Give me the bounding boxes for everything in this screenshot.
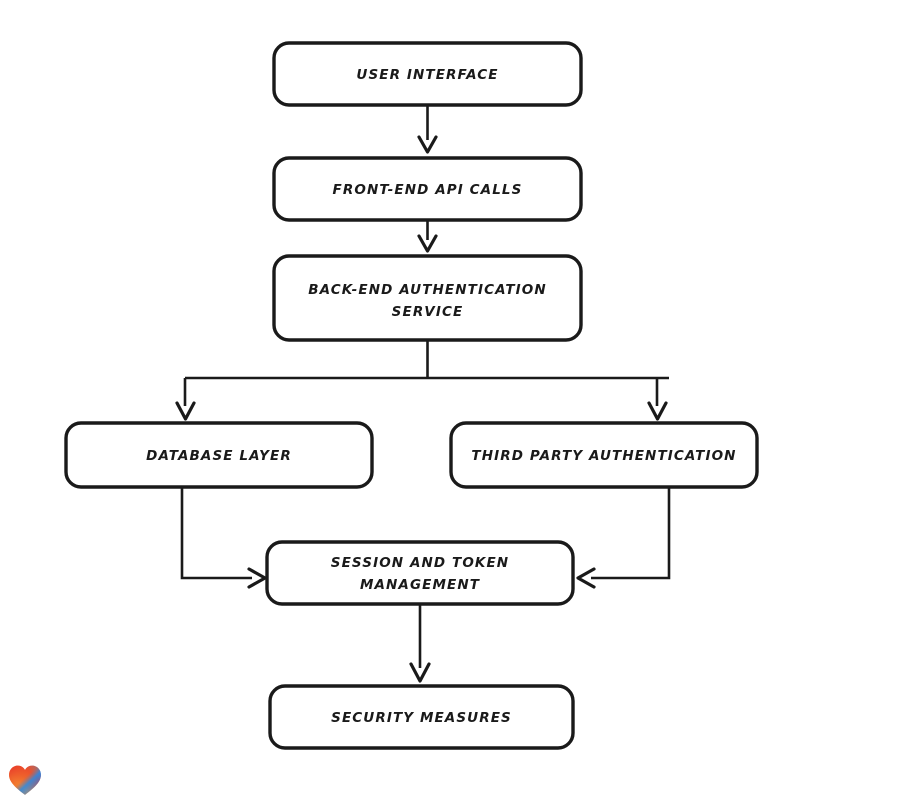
node-shape[interactable] [272,156,583,222]
node-label: FRONT-END API CALLS [333,182,523,198]
arrow-head-down-icon [417,135,438,154]
edge-auth-split-trunk [185,340,669,380]
node-label: THIRD PARTY AUTHENTICATION [471,448,736,464]
node-shape[interactable] [272,254,583,342]
node-shape[interactable] [265,540,575,606]
node-label-line-2: MANAGEMENT [360,577,481,593]
edge-thirdparty-to-session [576,487,671,589]
node-security-measures[interactable]: SECURITY MEASURES [268,684,575,750]
node-shape[interactable] [64,421,374,489]
arrow-head-left-icon [576,567,596,589]
node-user-interface[interactable]: USER INTERFACE [272,41,583,107]
node-third-party-authentication[interactable]: THIRD PARTY AUTHENTICATION [449,421,759,489]
edge-api-to-auth [417,220,438,253]
arrow-head-down-icon [647,401,668,421]
edge-ui-to-api [417,105,438,154]
arrow-head-down-icon [175,401,196,421]
edge-database-to-session [180,487,267,589]
node-front-end-api-calls[interactable]: FRONT-END API CALLS [272,156,583,222]
node-shape[interactable] [449,421,759,489]
arrow-head-down-icon [409,662,431,683]
node-label: DATABASE LAYER [146,448,292,464]
edge-session-to-security [409,604,431,683]
nodes-layer: USER INTERFACE FRONT-END API CALLS BACK-… [64,41,759,750]
heart-icon [9,765,41,795]
node-database-layer[interactable]: DATABASE LAYER [64,421,374,489]
node-label-line-2: SERVICE [392,304,464,320]
arrow-head-right-icon [247,567,267,589]
node-shape[interactable] [272,41,583,107]
edge-line [591,487,671,580]
arrow-head-down-icon [417,234,438,253]
heart-shape-overlay [9,765,41,795]
node-back-end-authentication-service[interactable]: BACK-END AUTHENTICATION SERVICE [272,254,583,342]
node-label: USER INTERFACE [356,67,498,83]
node-label-line-1: SESSION AND TOKEN [331,555,509,571]
edge-line [180,487,252,580]
node-shape[interactable] [268,684,575,750]
edges-layer [175,105,671,683]
node-session-and-token-management[interactable]: SESSION AND TOKEN MANAGEMENT [265,540,575,606]
edge-auth-to-database [175,378,196,421]
edge-auth-to-thirdparty [647,378,668,421]
node-label: SECURITY MEASURES [331,710,512,726]
node-label-line-1: BACK-END AUTHENTICATION [308,282,547,298]
